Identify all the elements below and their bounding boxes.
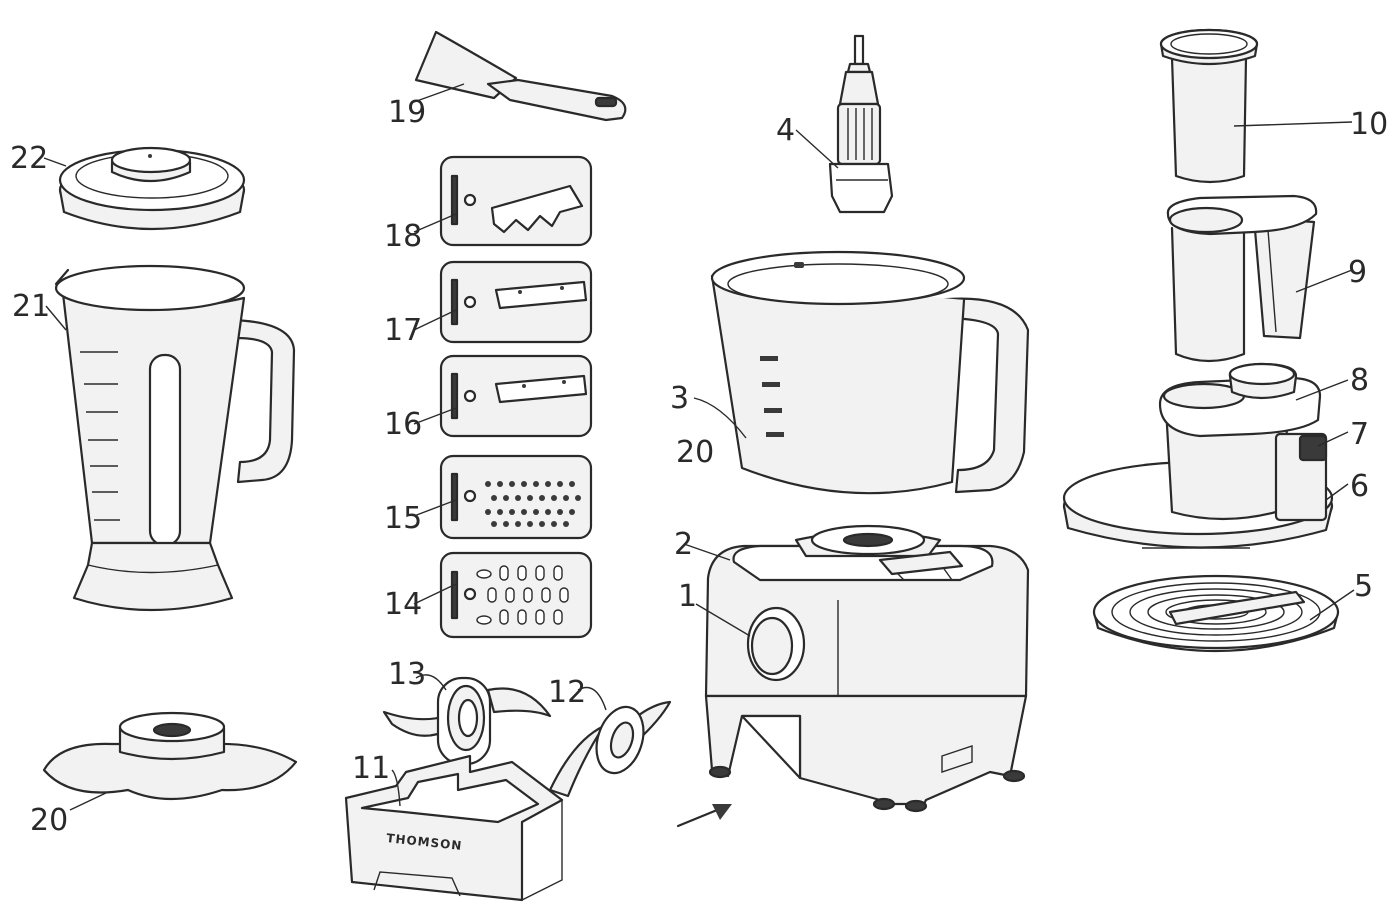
part-bowl-lid [1062,362,1334,549]
part-food-pusher [1159,28,1259,184]
callout-15: 15 [384,501,422,536]
callout-8: 8 [1350,363,1369,398]
callout-5: 5 [1354,569,1373,604]
callout-21: 21 [12,289,50,324]
part-drive-shaft [828,34,894,214]
callout-11: 11 [352,751,390,786]
part-storage-box: THOMSON [344,754,564,902]
callout-17: 17 [384,313,422,348]
callout-1: 1 [678,579,697,614]
part-cutting-disc-14 [439,551,593,639]
callout-6: 6 [1350,469,1369,504]
callout-9: 9 [1348,255,1367,290]
callout-12: 12 [548,675,586,710]
part-blender-blade-base [42,711,298,801]
part-cutting-disc-17 [439,260,593,344]
callout-16: 16 [384,407,422,442]
callout-13: 13 [388,657,426,692]
part-spatula [414,30,627,122]
assembly-arrow [676,804,732,828]
part-blender-jug [54,264,296,612]
base-feet [708,765,1026,813]
part-cutting-disc-18 [439,155,593,247]
callout-3: 3 [670,381,689,416]
callout-labels: 22 21 20 19 18 17 16 15 14 13 12 11 2 1 … [10,95,1388,838]
part-double-pusher [1166,194,1318,363]
jug-graduation-marks [80,351,120,521]
callout-4: 4 [776,113,795,148]
part-motor-base [704,524,1030,813]
callout-19: 19 [388,95,426,130]
part-bowl-blade [878,550,964,576]
callout-22: 22 [10,141,48,176]
part-cutting-disc-15 [439,454,593,540]
callout-10: 10 [1350,107,1388,142]
callout-leader-lines [43,83,1355,811]
part-blender-lid [58,146,246,231]
part-work-bowl [710,250,1030,495]
callout-20-bowl: 20 [676,435,714,470]
part-emulsifying-disc [1092,574,1340,653]
callout-18: 18 [384,219,422,254]
part-mini-blade-12 [548,700,672,798]
part-cutting-disc-16 [439,354,593,438]
callout-2: 2 [674,527,693,562]
callout-14: 14 [384,587,422,622]
bowl-graduation-marks [760,356,784,437]
part-mini-blade-13 [382,676,552,766]
callout-20-blender: 20 [30,803,68,838]
callout-7: 7 [1350,417,1369,452]
